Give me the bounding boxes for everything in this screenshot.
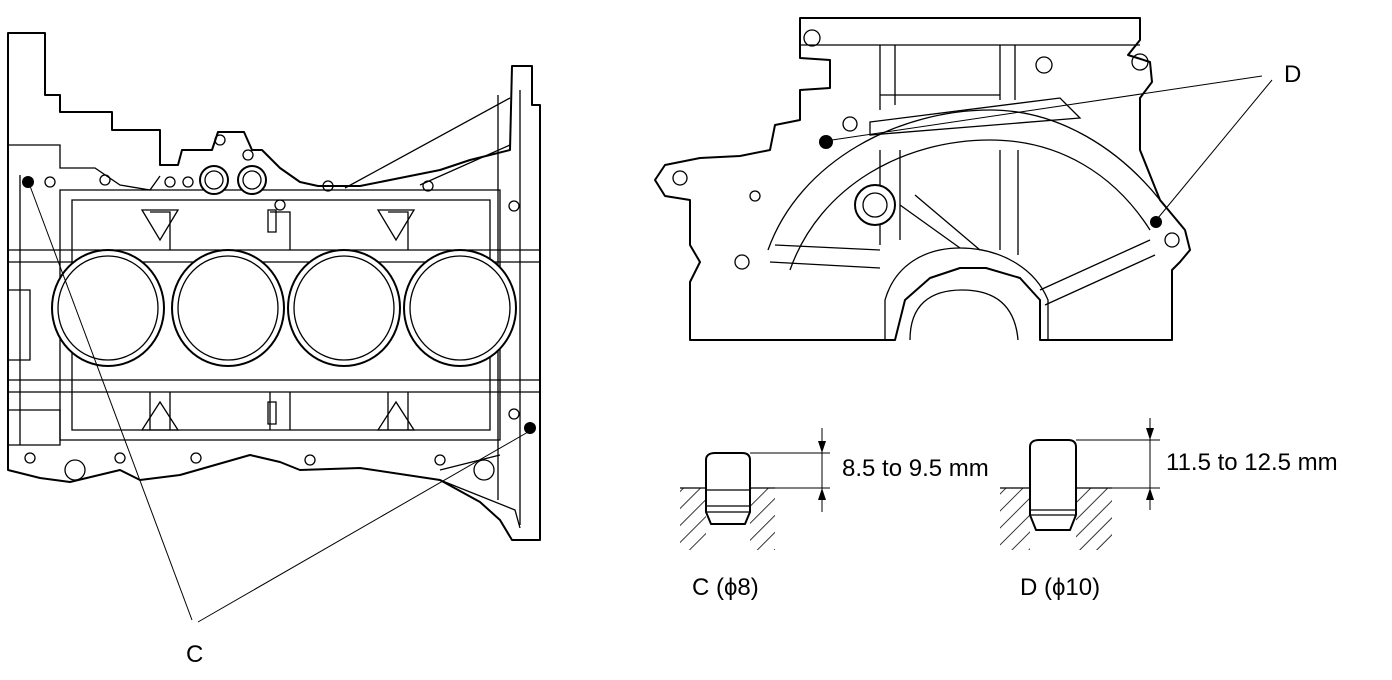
cylinder-block-end-view: D: [654, 17, 1301, 341]
cylinder-block-side-view: C: [7, 32, 541, 668]
dowel-d-right: [1150, 216, 1162, 228]
dowel-d-detail: 11.5 to 12.5 mm D (ϕ10): [1000, 418, 1338, 601]
dowel-d-left: [819, 135, 833, 149]
dowel-c-caption: C (ϕ8): [692, 574, 759, 601]
dowel-d-depth-label: 11.5 to 12.5 mm: [1166, 449, 1338, 476]
dowel-c-detail: 8.5 to 9.5 mm C (ϕ8): [680, 428, 989, 601]
callout-d-label: D: [1284, 61, 1301, 88]
dowel-d-caption: D (ϕ10): [1020, 574, 1100, 601]
callout-c-label: C: [186, 641, 203, 668]
dowel-c-bottom: [524, 422, 536, 434]
dowel-c-depth-label: 8.5 to 9.5 mm: [842, 455, 989, 482]
dowel-c-top: [22, 176, 34, 188]
